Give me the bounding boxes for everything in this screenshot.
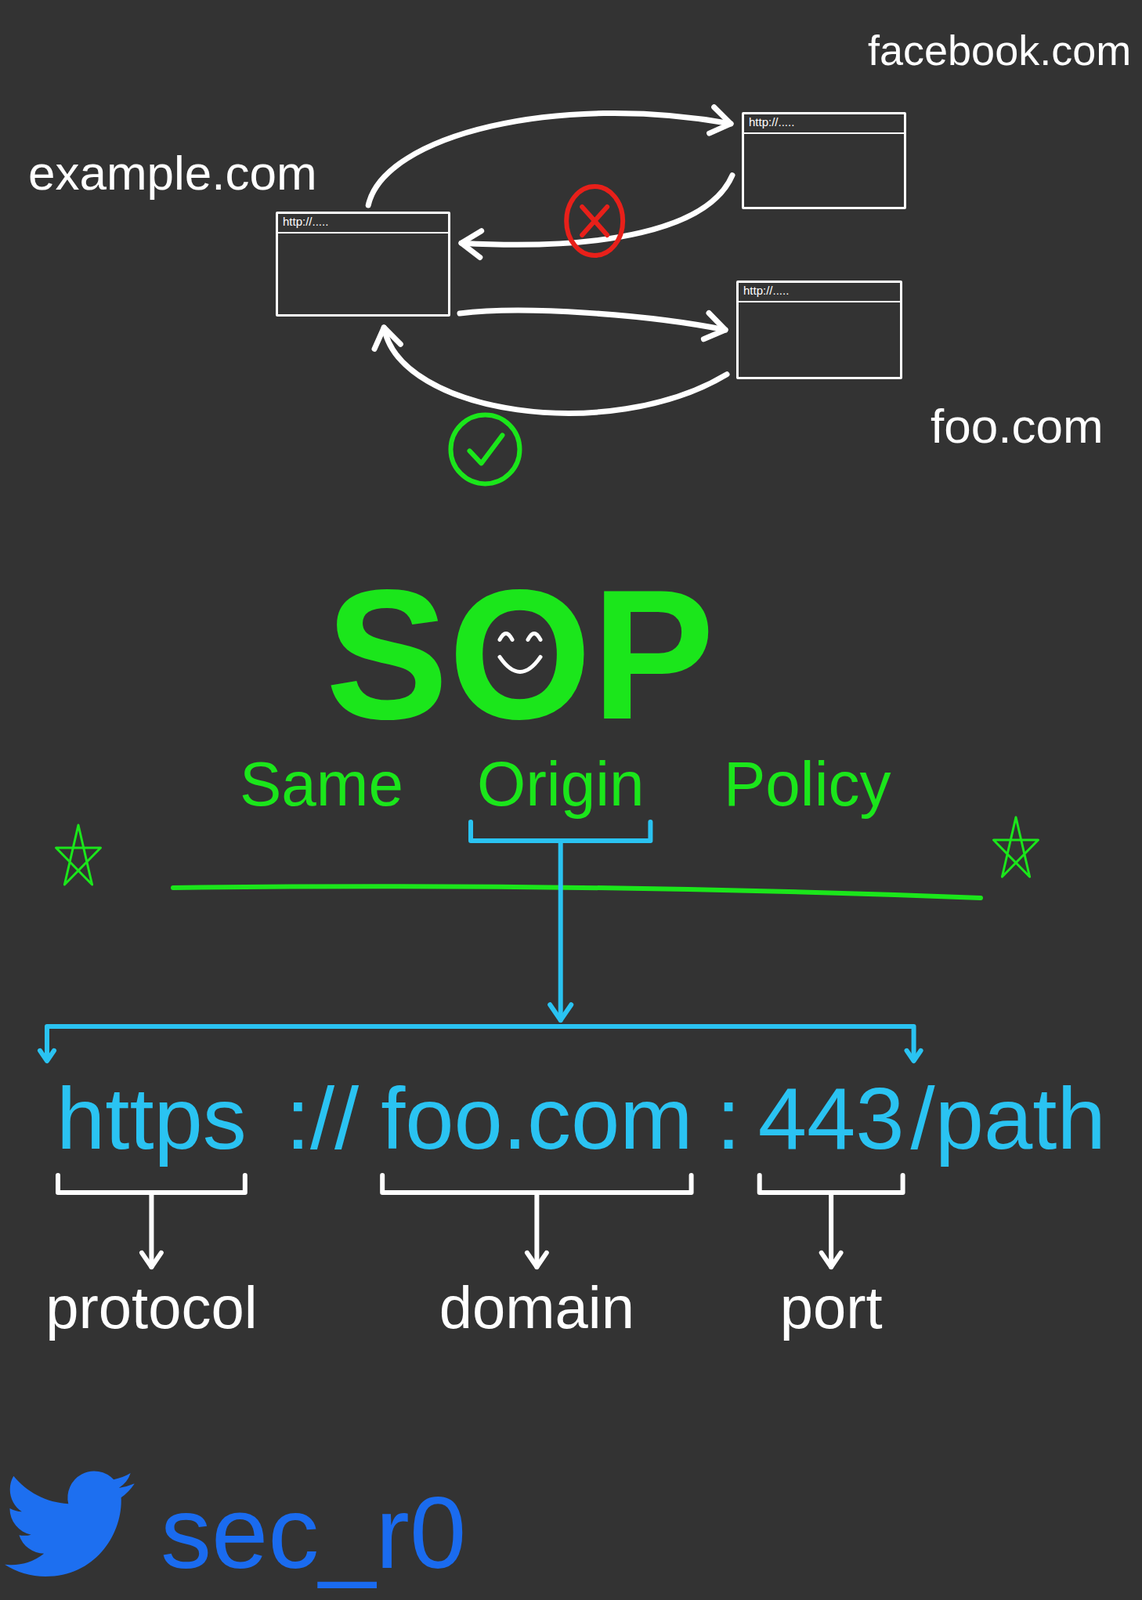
part-arrow <box>828 1192 834 1267</box>
site-label: example.com <box>28 144 318 201</box>
watermark: sec_r0 <box>160 1474 467 1592</box>
browser-window: http://.....example.com <box>275 211 451 317</box>
title-bar: http://..... <box>744 114 904 134</box>
subtitle-word: Origin <box>477 748 644 821</box>
arrow-head <box>374 327 401 349</box>
origin-arrow <box>549 1004 571 1020</box>
connector-line <box>459 310 726 330</box>
part-bracket <box>382 1174 691 1193</box>
bird-logo <box>4 1470 135 1577</box>
url-part: 443 <box>758 1074 905 1163</box>
connector <box>368 107 731 206</box>
arrow-head <box>703 313 726 340</box>
part-name: port <box>780 1272 883 1341</box>
part-arrow <box>821 1252 842 1267</box>
url-part: foo.com <box>380 1074 693 1163</box>
origin-arrow <box>558 840 564 1020</box>
url-part: https <box>56 1074 247 1163</box>
arrow-head <box>709 107 731 134</box>
connector <box>461 175 733 258</box>
part-name: domain <box>439 1272 635 1341</box>
url-part: : <box>716 1074 741 1163</box>
part-arrow <box>141 1252 162 1267</box>
title-bar: http://..... <box>738 282 900 303</box>
connector-line <box>368 113 731 206</box>
origin-bracket <box>470 821 651 841</box>
title-text: SOP <box>325 562 715 747</box>
part-arrow <box>534 1192 539 1267</box>
site-label: facebook.com <box>867 25 1132 75</box>
site-label: foo.com <box>930 397 1104 454</box>
star-doodle <box>56 824 102 885</box>
origin-bracket <box>39 1050 55 1061</box>
title-bar: http://..... <box>278 213 449 234</box>
subtitle-word: Same <box>239 748 404 821</box>
part-bracket <box>759 1174 904 1193</box>
origin-bracket <box>46 1026 915 1058</box>
connector <box>459 310 726 340</box>
part-arrow <box>527 1252 547 1267</box>
star-doodle <box>993 816 1039 877</box>
deny-mark <box>566 186 623 256</box>
url-part: :// <box>285 1074 359 1163</box>
origin-bracket <box>907 1050 922 1061</box>
url-text: http://..... <box>748 115 900 130</box>
allow-mark <box>450 414 520 484</box>
url-text: http://..... <box>743 283 896 298</box>
subtitle-word: Policy <box>723 748 891 821</box>
url-part: /path <box>910 1074 1106 1163</box>
green-underline <box>173 885 981 898</box>
allow-mark <box>469 434 503 463</box>
browser-window: http://.....foo.com <box>736 280 903 380</box>
connector <box>374 327 727 484</box>
connector-line <box>383 327 727 413</box>
part-arrow <box>148 1192 154 1267</box>
deny-mark <box>581 206 608 235</box>
browser-window: http://.....facebook.com <box>741 112 907 210</box>
arrow-head <box>461 231 482 258</box>
part-bracket <box>57 1174 246 1193</box>
url-text: http://..... <box>282 214 444 229</box>
part-name: protocol <box>45 1272 257 1341</box>
